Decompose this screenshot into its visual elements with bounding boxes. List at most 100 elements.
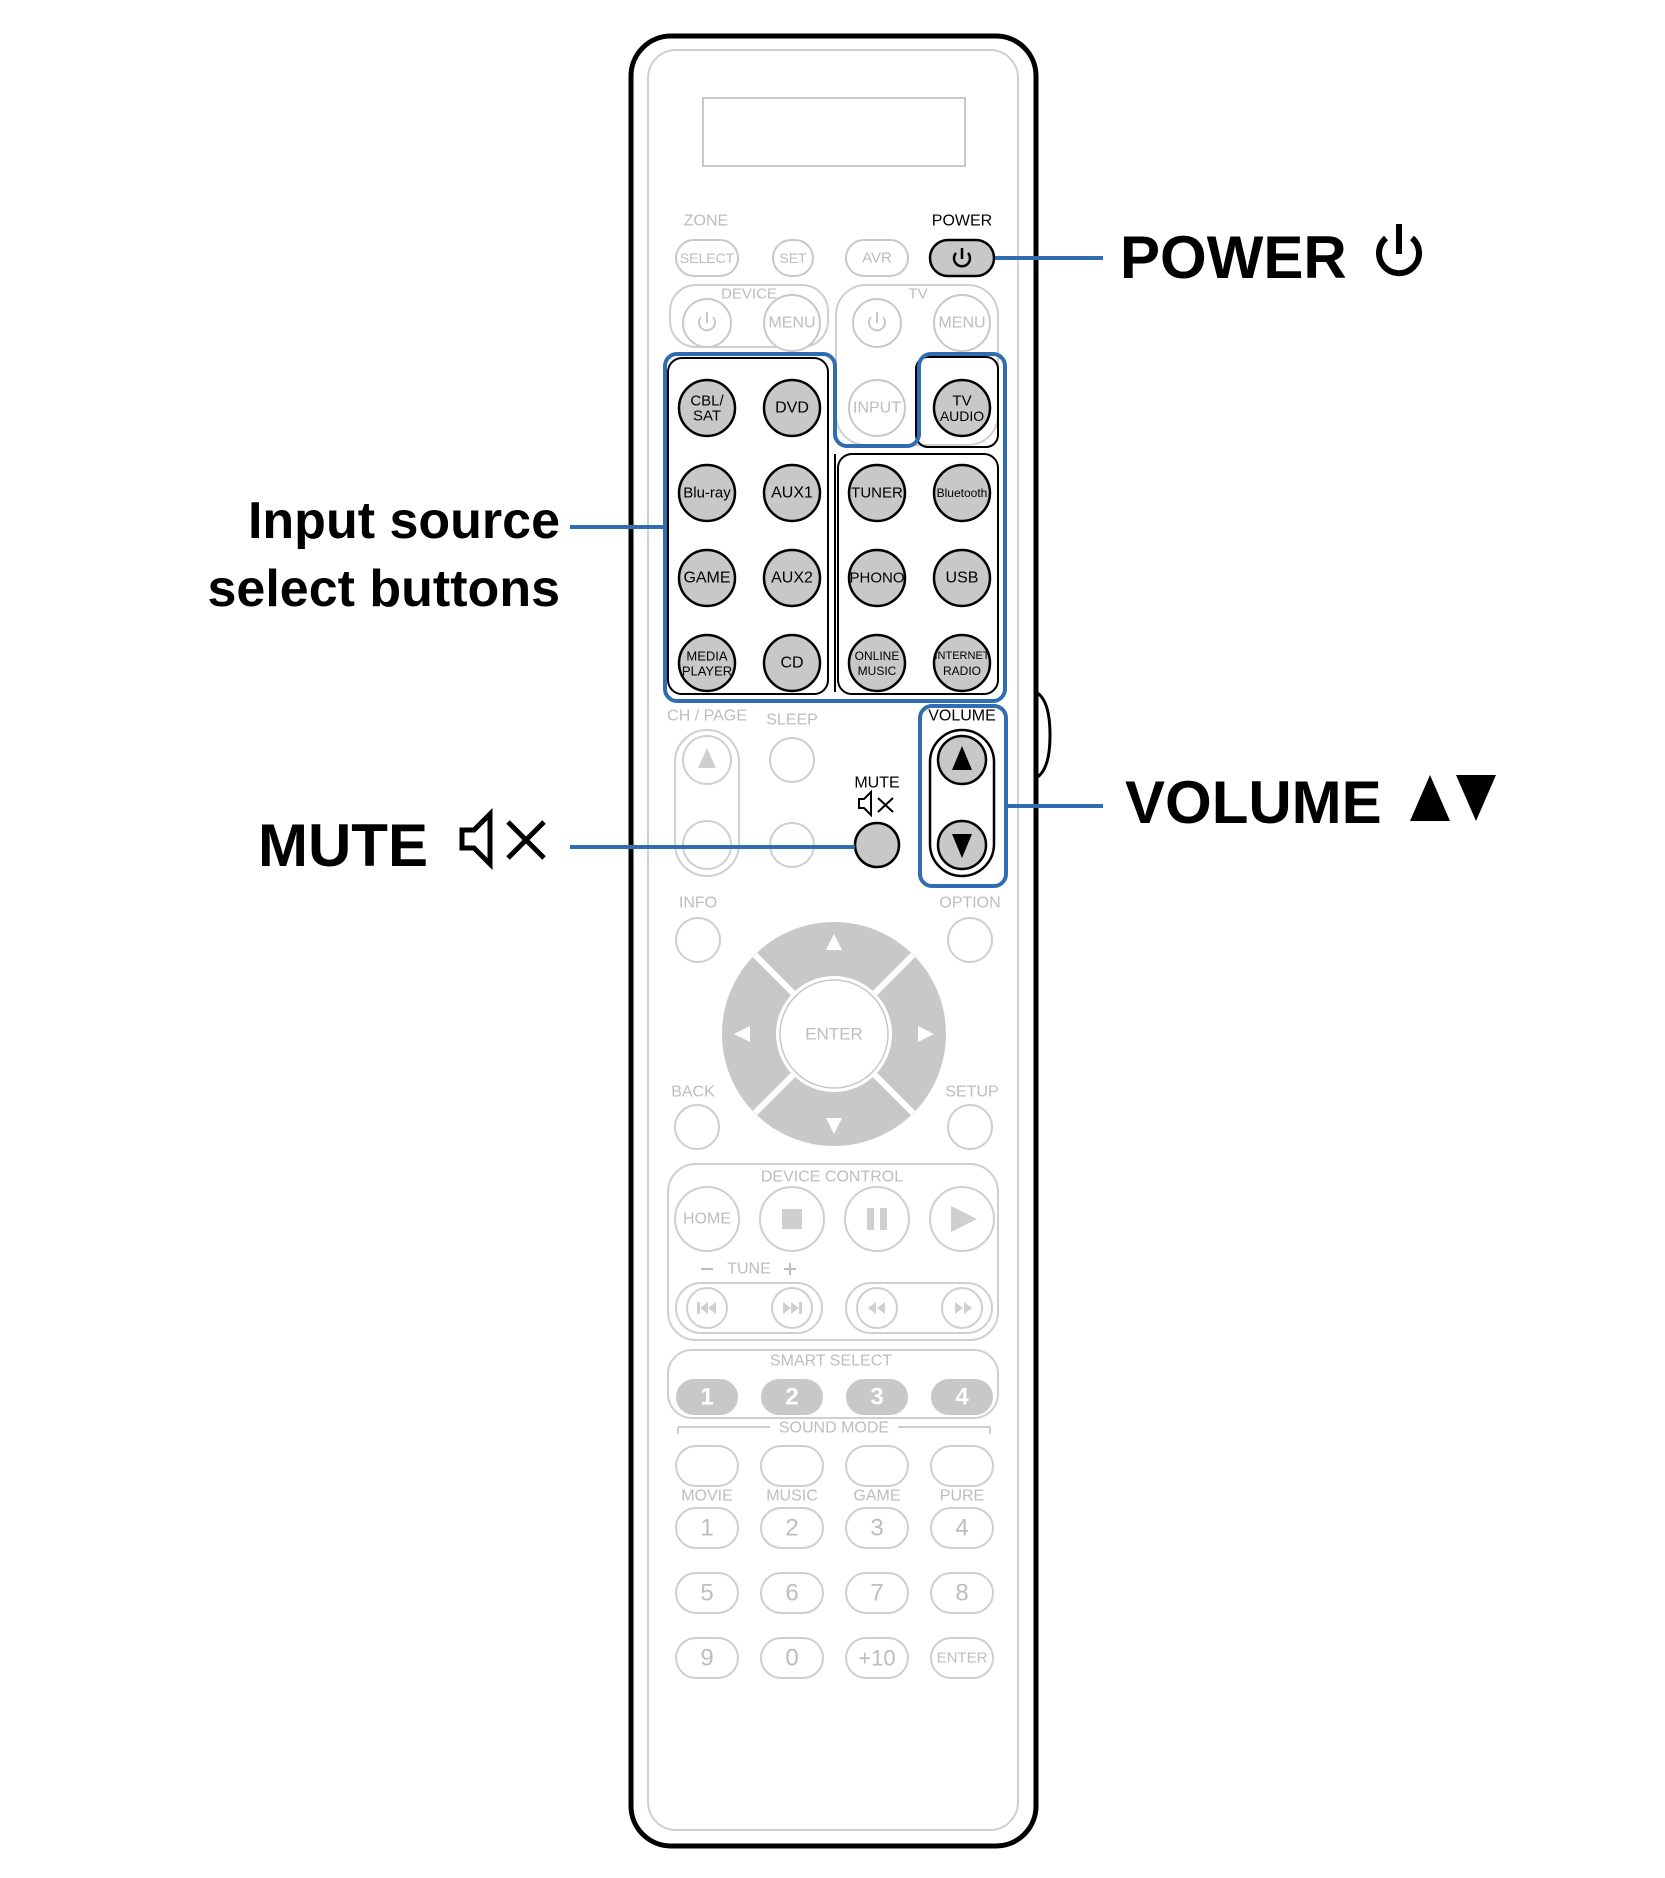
down-arrow-icon <box>826 1118 842 1134</box>
zone-select-button[interactable] <box>675 239 739 277</box>
tv-input-button[interactable] <box>848 379 906 437</box>
number-8-button[interactable] <box>930 1572 994 1614</box>
pure-label: PURE <box>940 1488 984 1505</box>
ch-up-icon <box>698 748 716 768</box>
pause-icon <box>867 1208 887 1230</box>
cbl-sat-label-1: CBL/ <box>690 393 724 410</box>
aux2-button[interactable] <box>762 548 822 608</box>
number-7-button[interactable] <box>845 1572 909 1614</box>
device-menu-label: MENU <box>768 315 815 332</box>
game-button[interactable] <box>677 548 737 608</box>
device-menu-button[interactable] <box>763 294 821 352</box>
phono-button[interactable] <box>847 548 907 608</box>
number-3-button[interactable] <box>845 1507 909 1549</box>
volume-rocker[interactable] <box>928 728 996 878</box>
smart-select-4-button[interactable] <box>931 1379 993 1415</box>
cbl-sat-button[interactable] <box>677 378 737 438</box>
number-6-button[interactable] <box>760 1572 824 1614</box>
movie-label: MOVIE <box>681 1488 733 1505</box>
info-button[interactable] <box>675 917 721 963</box>
tuner-button[interactable] <box>847 463 907 523</box>
internet-radio-button[interactable] <box>932 633 992 693</box>
mute-button[interactable] <box>853 821 901 869</box>
pure-button[interactable] <box>930 1445 994 1487</box>
movie-button[interactable] <box>675 1445 739 1487</box>
device-control-label: DEVICE CONTROL <box>761 1169 903 1186</box>
phono-label: PHONO <box>849 570 904 587</box>
mute-callout: MUTE <box>258 812 428 879</box>
fast-forward-icon <box>955 1302 972 1314</box>
number-0-button[interactable] <box>760 1637 824 1679</box>
cd-button[interactable] <box>762 633 822 693</box>
game-mode-button[interactable] <box>845 1445 909 1487</box>
smart-select-2-button[interactable] <box>761 1379 823 1415</box>
skip-back-button[interactable] <box>686 1287 728 1329</box>
aux2-label: AUX2 <box>771 570 813 587</box>
number-5-button[interactable] <box>675 1572 739 1614</box>
number-4-button[interactable] <box>930 1507 994 1549</box>
online-music-button[interactable] <box>847 633 907 693</box>
sleep-button[interactable] <box>769 737 815 783</box>
media-player-label-1: MEDIA <box>686 649 728 664</box>
highlight-outlines <box>663 352 1008 888</box>
device-tv-row: DEVICE MENU TV MENU INPUT <box>669 284 999 446</box>
zone-label: ZONE <box>684 213 728 230</box>
set-button[interactable] <box>772 239 814 277</box>
bluray-label: Blu-ray <box>683 485 731 502</box>
skip-forward-button[interactable] <box>771 1287 813 1329</box>
media-player-button[interactable] <box>677 633 737 693</box>
smart-select-3-button[interactable] <box>846 1379 908 1415</box>
usb-button[interactable] <box>932 548 992 608</box>
fast-forward-button[interactable] <box>941 1287 983 1329</box>
tv-audio-button[interactable] <box>932 378 992 438</box>
aux1-label: AUX1 <box>771 485 813 502</box>
bluetooth-button[interactable] <box>932 463 992 523</box>
smart-select-label: SMART SELECT <box>770 1353 892 1370</box>
ch-page-rocker[interactable] <box>674 729 740 877</box>
tv-label: TV <box>908 286 927 303</box>
plus-10-button[interactable] <box>845 1637 909 1679</box>
tv-power-icon <box>868 312 886 332</box>
rewind-button[interactable] <box>856 1287 898 1329</box>
number-1-button[interactable] <box>675 1507 739 1549</box>
mute-small-icon <box>858 789 894 818</box>
side-jog <box>1035 690 1052 780</box>
smart-select-1-label: 1 <box>700 1384 713 1411</box>
music-label: MUSIC <box>766 1488 818 1505</box>
option-button[interactable] <box>947 917 993 963</box>
pause-button[interactable] <box>844 1186 910 1252</box>
number-9-label: 9 <box>700 1645 713 1672</box>
right-arrow-icon <box>918 1026 934 1042</box>
power-icon <box>952 248 972 268</box>
number-2-button[interactable] <box>760 1507 824 1549</box>
setup-button[interactable] <box>947 1104 993 1150</box>
callout-mute: MUTE <box>258 807 546 879</box>
avr-button[interactable] <box>845 239 909 277</box>
power-callout-icon <box>1376 224 1422 277</box>
stop-button[interactable] <box>759 1186 825 1252</box>
volume-area: CH / PAGE SLEEP MUTE VOLUME <box>667 708 996 878</box>
dvd-button[interactable] <box>762 378 822 438</box>
tv-menu-button[interactable] <box>933 294 991 352</box>
home-button[interactable] <box>674 1186 740 1252</box>
online-music-label-2: MUSIC <box>858 664 897 678</box>
play-icon <box>951 1206 977 1232</box>
internet-radio-label-2: RADIO <box>943 664 981 678</box>
enter-button[interactable] <box>776 976 892 1092</box>
smart-select-2-label: 2 <box>785 1384 798 1411</box>
music-button[interactable] <box>760 1445 824 1487</box>
home-label: HOME <box>683 1211 731 1228</box>
back-button[interactable] <box>674 1104 720 1150</box>
number-enter-label: ENTER <box>937 1650 988 1667</box>
number-2-label: 2 <box>785 1515 798 1542</box>
play-button[interactable] <box>929 1186 995 1252</box>
smart-select-1-button[interactable] <box>676 1379 738 1415</box>
power-callout: POWER <box>1120 224 1347 291</box>
number-enter-button[interactable] <box>930 1637 994 1679</box>
smart-select: SMART SELECT 1 2 3 4 <box>667 1349 999 1419</box>
callout-power: POWER <box>1120 224 1422 291</box>
bluray-button[interactable] <box>677 463 737 523</box>
aux1-button[interactable] <box>762 463 822 523</box>
number-9-button[interactable] <box>675 1637 739 1679</box>
top-row: ZONE SELECT SET AVR POWER <box>675 213 996 278</box>
